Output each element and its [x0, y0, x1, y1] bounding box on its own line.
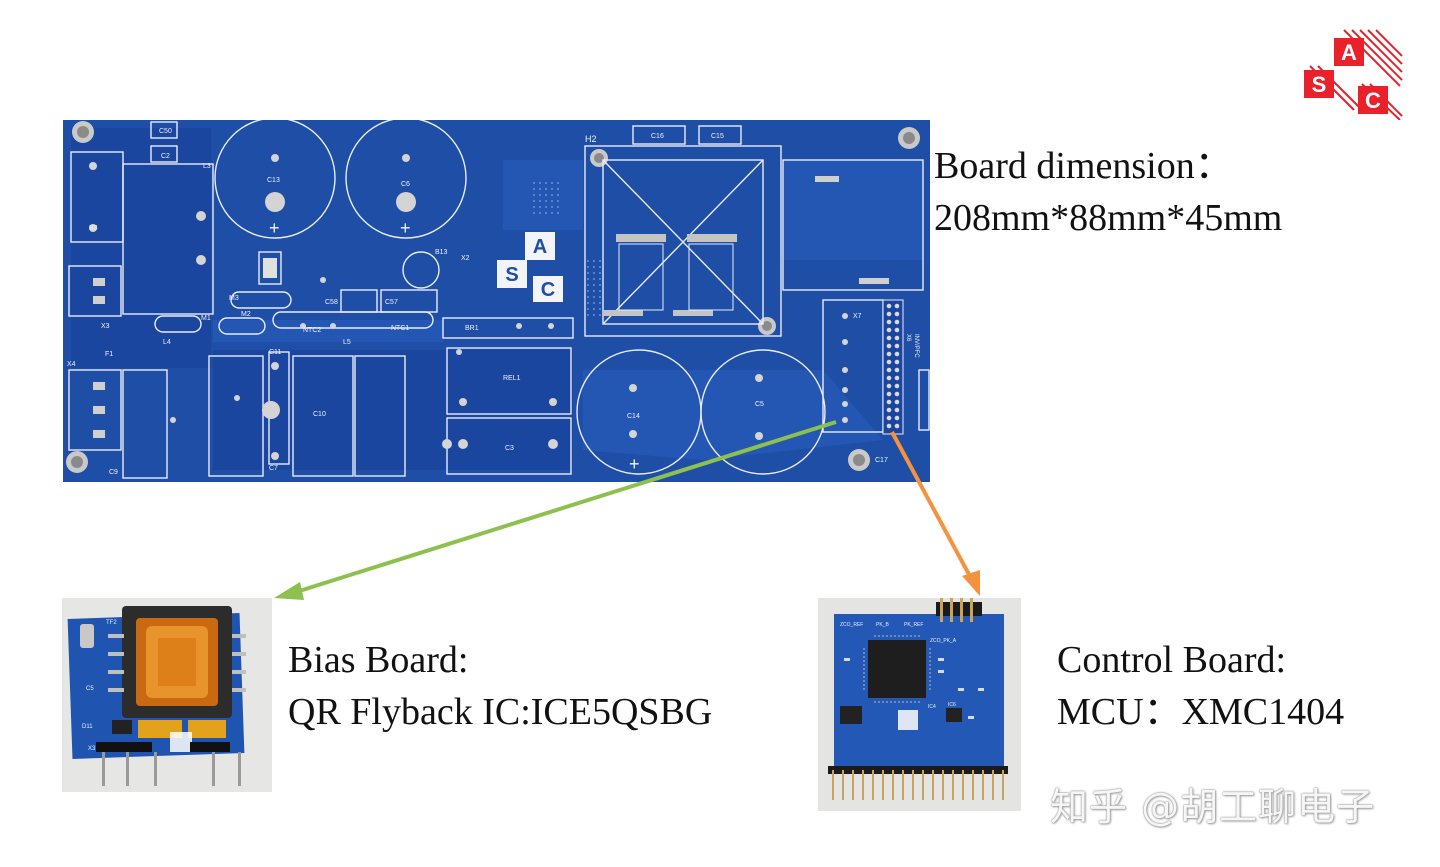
silk-label: C57: [385, 299, 398, 306]
silk-label: L5: [343, 339, 351, 346]
bias-silk: TF2: [106, 620, 117, 626]
control-silk: PK_REF: [904, 622, 923, 628]
silk-label: INV/PFC: [913, 334, 919, 358]
silk-label: C50: [159, 128, 172, 135]
control-board-title: Control Board:: [1057, 639, 1287, 681]
logo-letter-c: C: [1365, 88, 1381, 113]
logo-letter-s: S: [1312, 72, 1327, 97]
silk-label: C9: [109, 469, 118, 476]
silk-label: NTC1: [391, 325, 409, 332]
control-silk: PK_B: [876, 622, 889, 628]
board-dimension-value: 208mm*88mm*45mm: [934, 197, 1283, 239]
silk-label: L4: [163, 339, 171, 346]
svg-text:+: +: [269, 218, 280, 238]
silk-label: C10: [313, 411, 326, 418]
logo-letter-a: A: [1341, 40, 1357, 65]
board-dimension-label: Board dimension：: [934, 145, 1233, 187]
bias-board-photo: TF2 C5 D11 X3: [62, 598, 272, 792]
control-silk: ZCO_PK_A: [930, 638, 957, 644]
silk-label: C5: [755, 401, 764, 408]
control-board-photo: ZCO_REF PK_B PK_REF ZCO_PK_A IC4 IC6: [818, 598, 1021, 811]
silk-label: C14: [627, 413, 640, 420]
silk-label: H2: [585, 134, 597, 144]
svg-text:+: +: [400, 218, 411, 238]
silk-label: L3: [203, 163, 211, 170]
silk-label: X2: [461, 255, 470, 262]
pcb-logo-letter: A: [533, 236, 547, 258]
silk-label: B3: [89, 225, 98, 232]
silk-label: C15: [711, 133, 724, 140]
silk-label: M1: [201, 315, 211, 322]
board-dimension-text: Board dimension： 208mm*88mm*45mm: [934, 140, 1282, 244]
control-silk: ZCO_REF: [840, 622, 863, 628]
silk-label: C11: [269, 349, 281, 356]
control-silk: IC6: [948, 702, 956, 708]
silk-label: BR1: [465, 325, 479, 332]
bias-silk: X3: [88, 746, 96, 752]
bias-silk: C5: [86, 686, 94, 692]
silk-label: C17: [875, 457, 888, 464]
silk-label: C6: [401, 181, 410, 188]
silk-label: B13: [435, 249, 448, 256]
asc-logo: A S C: [1304, 29, 1403, 120]
silk-label: REL1: [503, 375, 521, 382]
control-silk: IC4: [928, 704, 936, 710]
silk-label: X4: [67, 361, 76, 368]
bias-board-ic: QR Flyback IC:ICE5QSBG: [288, 691, 713, 733]
bias-board-title: Bias Board:: [288, 639, 469, 681]
main-pcb-photo: A S C C50 C2 L3 B3 X3 C13 C6 B13 X2 H2 C…: [63, 120, 930, 482]
silk-label: C3: [505, 445, 514, 452]
bias-silk: D11: [82, 724, 93, 730]
pcb-logo-letter: S: [505, 264, 518, 286]
svg-text:+: +: [629, 454, 640, 474]
silk-label: M2: [241, 311, 251, 318]
silk-label: M3: [229, 295, 239, 302]
control-board-text: Control Board: MCU：XMC1404: [1057, 634, 1344, 738]
silk-label: NTC2: [303, 327, 321, 334]
control-board-mcu: MCU：XMC1404: [1057, 691, 1345, 733]
silk-label: C2: [161, 153, 170, 160]
silk-label: C13: [267, 177, 280, 184]
bias-board-text: Bias Board: QR Flyback IC:ICE5QSBG: [288, 634, 712, 738]
silk-label: C58: [325, 299, 338, 306]
silk-label: C16: [651, 133, 664, 140]
silk-label: C7: [269, 465, 278, 472]
pcb-logo-letter: C: [541, 279, 555, 301]
silk-label: F1: [105, 351, 113, 358]
pcb-asc-logo: A S C: [497, 232, 563, 302]
silk-label: X6: [905, 334, 911, 342]
silk-label: X7: [853, 313, 862, 320]
watermark: 知乎 @胡工聊电子: [1050, 785, 1376, 829]
silk-label: X3: [101, 323, 110, 330]
